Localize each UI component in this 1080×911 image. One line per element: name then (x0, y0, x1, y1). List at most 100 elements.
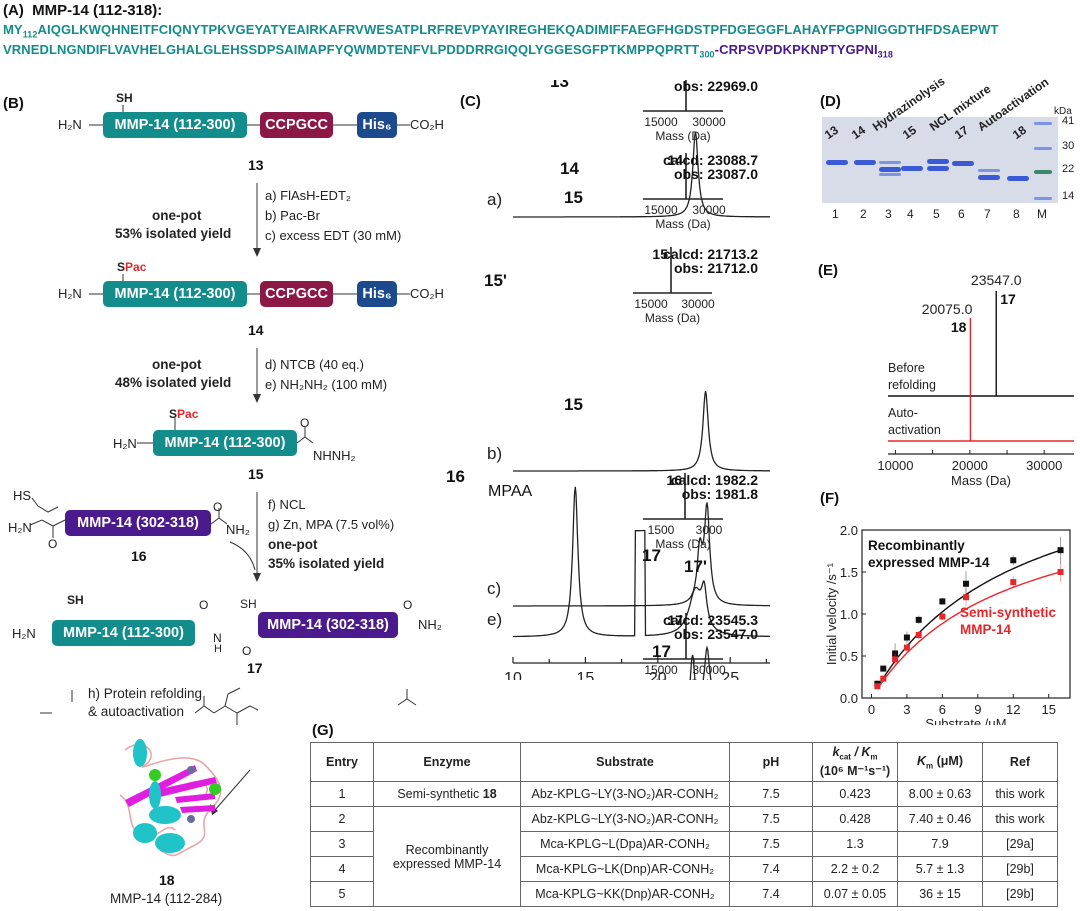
gel-marker-band (1034, 197, 1052, 200)
cell-entry: 3 (310, 831, 374, 857)
trace-label: b) (487, 444, 502, 463)
ms-series-1: Auto-activation (888, 406, 1074, 442)
gel-band (978, 175, 1000, 180)
ms-peak-18-mass: 20075.0 (922, 301, 973, 317)
step1-reagent-c: c) excess EDT (30 mM) (265, 228, 402, 243)
cell-kcat-km: 0.07 ± 0.05 (812, 881, 898, 907)
kcat-sub: cat (839, 752, 851, 762)
table-row: 5 Mca-KPLG~KK(Dnp)AR-CONH₂ 7.4 0.07 ± 0.… (310, 881, 1058, 907)
x-tick-label: 25 (721, 670, 739, 680)
x-tick-label: 30000 (1026, 458, 1062, 473)
trace-label: c) (487, 579, 501, 598)
cell-ref: this work (982, 781, 1058, 807)
cell-kcat-km: 2.2 ± 0.2 (812, 856, 898, 882)
mmp14-112-300-domain-13: MMP-14 (112-300) (103, 112, 247, 138)
panel-g-label: (G) (312, 722, 334, 739)
spac-label-14: SPac (117, 260, 146, 274)
chromatogram-line (513, 486, 770, 638)
seq-line2-purple: -CRPSVPDKPKNPTYGPNI (714, 42, 878, 57)
ms-series-label: Before (888, 361, 925, 375)
panel-a-header: (A) MMP-14 (112-318): (3, 2, 162, 19)
ms-inset-tick: 30000 (692, 203, 726, 217)
step1-yield: 53% isolated yield (115, 226, 232, 241)
sulfur-label: S (117, 260, 126, 274)
ms-inset-tick: 30000 (681, 297, 715, 311)
data-point (880, 675, 887, 682)
ccpgcc-tag-14: CCPGCC (260, 281, 333, 307)
data-point (1057, 569, 1064, 575)
panel-c-label: (C) (460, 93, 481, 110)
mmp14-112-300-domain-14: MMP-14 (112-300) (103, 281, 247, 307)
sequence-line-2: VRNEDLNGNDIFLVAVHELGHALGLEHSSDPSAIMAPFYQ… (3, 42, 893, 60)
ms-inset-xlabel: Mass (Da) (655, 677, 710, 680)
legend-recombinant: expressed MMP-14 (868, 555, 990, 570)
calcium-ion-1 (149, 769, 161, 781)
panel-b-scheme-lines (29, 105, 417, 815)
gel-band (879, 167, 901, 172)
pac-label: Pac (125, 260, 147, 274)
ms-inset-compound: 17 (667, 612, 683, 628)
x-tick-label: 6 (939, 702, 946, 717)
table-row: 2 Recombinantly expressed MMP-14 Abz-KPL… (310, 806, 1058, 907)
x-tick-label: 3 (903, 702, 910, 717)
km-unit: (μM) (933, 753, 963, 768)
y-tick-label: 2.0 (840, 523, 858, 538)
legend-recombinant: Recombinantly (868, 538, 965, 553)
ms-inset-tick: 30000 (692, 663, 726, 677)
carbonyl-o-16b: O (213, 500, 223, 514)
data-point (874, 683, 881, 690)
panel-b-label: (B) (3, 95, 24, 112)
step3-reagent-f: f) NCL (268, 497, 306, 512)
calcium-ion-2 (209, 783, 221, 795)
x-tick-label: 10000 (877, 458, 913, 473)
peak-label: 15' (484, 271, 507, 290)
kcat-k: k (832, 744, 840, 759)
mass-spectrum-chart: BeforerefoldingAuto-activation23547.0172… (877, 272, 1074, 488)
mmp14-302-318-peptide-16: MMP-14 (302-318) (65, 510, 211, 536)
gel-marker-band (1034, 122, 1052, 125)
data-point (915, 632, 922, 638)
mmp14-112-300-domain-17: MMP-14 (112-300) (52, 620, 195, 646)
x-tick-label: 12 (1006, 702, 1020, 717)
data-point (963, 580, 969, 587)
ms-peak-17-label: 17 (1000, 291, 1016, 307)
compound-16-label: 16 (131, 548, 147, 564)
ms-inset-tick: 15000 (644, 203, 678, 217)
seq-line1-rest: AIQGLKWQHNEITFCIQNYTPKVGEYATYEAIRKAFRVWE… (37, 22, 999, 37)
peak-label: 16 (446, 467, 465, 486)
step1-reagent-a: a) FlAsH-EDT₂ (265, 188, 351, 203)
cell-substrate: Mca-KPLG~KK(Dnp)AR-CONH₂ (520, 881, 730, 907)
data-point (915, 616, 922, 623)
ms-peak-17-mass: 23547.0 (971, 272, 1022, 288)
cell-entry: 2 (310, 806, 374, 832)
ms-inset-xlabel: Mass (Da) (655, 217, 710, 231)
legend-semisynthetic: MMP-14 (960, 622, 1011, 637)
chromatogram-line (513, 390, 770, 472)
gel-band (978, 169, 1000, 172)
data-point (880, 665, 887, 672)
data-point (939, 613, 946, 620)
carbonyl-o-17c: O (403, 598, 413, 612)
seq-residue-112: 112 (22, 29, 38, 40)
compound-13-label: 13 (248, 157, 264, 173)
gel-lane-number: 5 (933, 207, 940, 221)
ms-inset-compound: 14 (667, 152, 683, 168)
km-sub: m (926, 761, 934, 771)
trace-3: d)15 (564, 395, 712, 680)
cell-enzyme: Semi-synthetic 18 (373, 781, 521, 807)
amide-n-17: N (213, 631, 222, 645)
his6-tag-14: His₆ (357, 281, 397, 307)
cell-km: 7.40 ± 0.46 (897, 806, 983, 832)
gel-marker-band (1034, 147, 1052, 150)
mmp14-112-300-domain-15: MMP-14 (112-300) (153, 430, 297, 456)
gel-band (927, 166, 949, 171)
data-point (1010, 557, 1017, 564)
ms-inset-obs: obs: 21712.0 (674, 260, 758, 276)
header-kcat-km: kcat / Km (10⁶ M⁻¹s⁻¹) (812, 742, 898, 782)
fit-curve (876, 571, 1061, 690)
header-ph: pH (729, 742, 813, 782)
gel-band (927, 159, 949, 164)
gel-lane-number: 1 (832, 207, 839, 221)
